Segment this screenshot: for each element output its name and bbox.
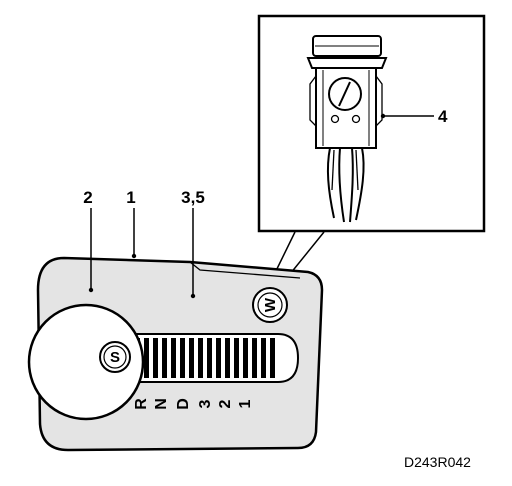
shift-gate xyxy=(117,333,300,383)
knob-body xyxy=(27,303,145,421)
gear-n: N xyxy=(153,398,170,410)
callouts: 2 1 3,5 4 xyxy=(83,107,448,299)
gate-rib xyxy=(252,338,257,378)
gate-rib xyxy=(243,338,248,378)
callout-4: 4 xyxy=(438,107,448,126)
callout-1: 1 xyxy=(126,188,135,207)
gate-rib xyxy=(189,338,194,378)
gear-2: 2 xyxy=(217,399,234,408)
gate-rib xyxy=(162,338,167,378)
gate-rib xyxy=(270,338,275,378)
s-button[interactable]: S xyxy=(99,341,131,373)
reference-code: D243R042 xyxy=(404,454,471,470)
gate-rib xyxy=(207,338,212,378)
callout-2: 2 xyxy=(83,188,92,207)
gate-ribs xyxy=(126,338,275,378)
gate-rib xyxy=(144,338,149,378)
gear-indicators: R N D 3 2 1 xyxy=(133,398,254,410)
s-button-label: S xyxy=(110,349,120,366)
gate-rib xyxy=(171,338,176,378)
gear-1: 1 xyxy=(237,399,254,408)
gate-rib xyxy=(261,338,266,378)
w-button-label: W xyxy=(262,297,279,312)
gate-rib xyxy=(198,338,203,378)
gear-r: R xyxy=(133,398,150,410)
callout-3-5: 3,5 xyxy=(181,188,205,207)
gate-rib xyxy=(225,338,230,378)
detail-inset xyxy=(257,14,486,233)
gate-rib xyxy=(234,338,239,378)
gate-rib xyxy=(216,338,221,378)
gate-rib xyxy=(153,338,158,378)
gear-d: D xyxy=(175,398,192,410)
gear-3: 3 xyxy=(197,399,214,408)
w-button[interactable]: W xyxy=(252,287,288,323)
shift-knob: S xyxy=(27,303,145,421)
gate-rib xyxy=(180,338,185,378)
switch-component xyxy=(306,35,388,223)
